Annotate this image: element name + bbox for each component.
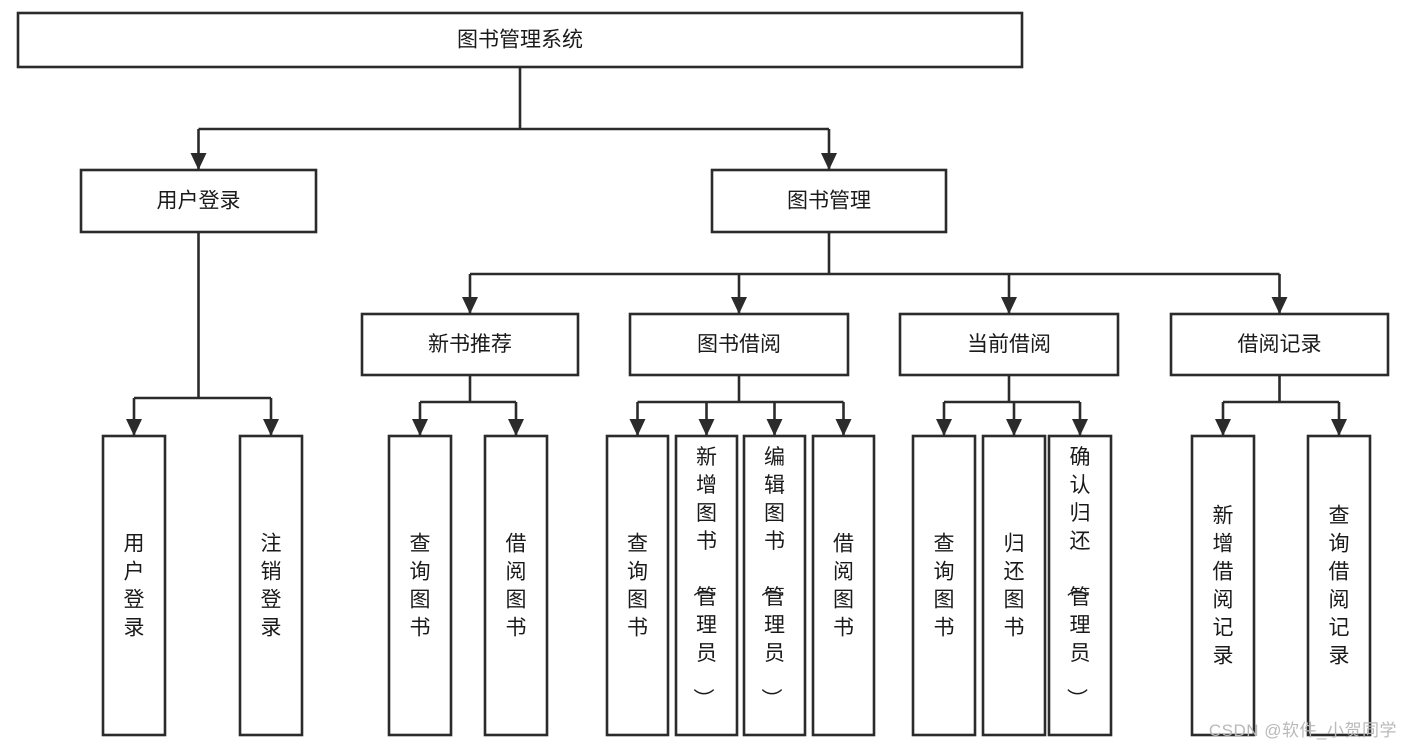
node-current-borrow[interactable]: 当前借阅 bbox=[898, 312, 1120, 377]
node-root[interactable]: 图书管理系统 bbox=[16, 11, 1024, 69]
node-leaf-query-record[interactable]: 查询借阅记录 bbox=[1306, 434, 1372, 737]
node-label: 查询借阅记录 bbox=[1329, 505, 1350, 668]
arrow-head-icon bbox=[766, 419, 783, 436]
arrow-head-icon bbox=[936, 419, 952, 436]
node-new-book-recommend[interactable]: 新书推荐 bbox=[360, 312, 580, 377]
node-label: 新增借阅记录 bbox=[1213, 505, 1234, 668]
node-label: 新书推荐 bbox=[428, 333, 512, 356]
arrow-head-icon bbox=[1072, 419, 1088, 436]
connector-group-borrow-record bbox=[1215, 375, 1347, 436]
node-leaf-return-book[interactable]: 归还图书 bbox=[981, 434, 1047, 737]
arrow-head-icon bbox=[1001, 297, 1017, 314]
node-box[interactable] bbox=[898, 312, 1120, 377]
node-label: 借阅图书 bbox=[833, 533, 854, 640]
arrow-head-icon bbox=[126, 419, 142, 436]
arrow-head-icon bbox=[698, 419, 715, 436]
arrow-head-icon bbox=[629, 419, 646, 436]
node-borrow-record[interactable]: 借阅记录 bbox=[1169, 312, 1390, 377]
node-label: 图书管理 bbox=[787, 190, 871, 213]
node-label: 图书管理系统 bbox=[457, 29, 583, 52]
arrow-head-icon bbox=[412, 419, 428, 436]
arrow-head-icon bbox=[462, 297, 478, 314]
node-leaf-add-book[interactable]: 新增图书（管理员） bbox=[674, 434, 739, 737]
node-leaf-edit-book[interactable]: 编辑图书（管理员） bbox=[742, 434, 807, 737]
node-box[interactable] bbox=[674, 434, 739, 737]
node-label: 借阅图书 bbox=[506, 533, 527, 640]
connector-group-current-borrow bbox=[936, 375, 1088, 436]
node-label: 借阅记录 bbox=[1238, 333, 1322, 356]
arrow-head-icon bbox=[1271, 297, 1288, 314]
node-leaf-add-record[interactable]: 新增借阅记录 bbox=[1190, 434, 1256, 737]
node-box[interactable] bbox=[79, 168, 318, 234]
node-label: 图书借阅 bbox=[697, 333, 781, 356]
node-box[interactable] bbox=[1169, 312, 1390, 377]
node-box[interactable] bbox=[1306, 434, 1372, 737]
connector-group-root bbox=[190, 67, 837, 170]
node-label: 用户登录 bbox=[157, 190, 241, 213]
arrow-head-icon bbox=[835, 419, 852, 436]
node-book-borrow[interactable]: 图书借阅 bbox=[628, 312, 850, 377]
node-label: 新增图书（管理员） bbox=[691, 446, 717, 709]
node-leaf-query-book-3[interactable]: 查询图书 bbox=[911, 434, 977, 737]
node-box[interactable] bbox=[483, 434, 549, 737]
node-box[interactable] bbox=[387, 434, 453, 737]
node-box[interactable] bbox=[628, 312, 850, 377]
arrow-head-icon bbox=[1006, 419, 1022, 436]
node-box[interactable] bbox=[1047, 434, 1113, 737]
node-label: 确认归还（管理员） bbox=[1065, 446, 1091, 709]
node-box[interactable] bbox=[981, 434, 1047, 737]
node-leaf-logout[interactable]: 注销登录 bbox=[238, 434, 304, 737]
arrow-head-icon bbox=[1215, 419, 1231, 436]
node-label: 注销登录 bbox=[261, 533, 282, 640]
node-leaf-borrow-book-2[interactable]: 借阅图书 bbox=[811, 434, 876, 737]
arrow-head-icon bbox=[1331, 419, 1347, 436]
node-box[interactable] bbox=[16, 11, 1024, 69]
node-box[interactable] bbox=[238, 434, 304, 737]
node-box[interactable] bbox=[605, 434, 670, 737]
node-box[interactable] bbox=[811, 434, 876, 737]
node-label: 查询图书 bbox=[410, 533, 431, 640]
node-box[interactable] bbox=[911, 434, 977, 737]
node-box[interactable] bbox=[360, 312, 580, 377]
node-box[interactable] bbox=[742, 434, 807, 737]
node-leaf-borrow-book-1[interactable]: 借阅图书 bbox=[483, 434, 549, 737]
node-user-login[interactable]: 用户登录 bbox=[79, 168, 318, 234]
node-leaf-confirm-return[interactable]: 确认归还（管理员） bbox=[1047, 434, 1113, 737]
node-label: 归还图书 bbox=[1004, 533, 1025, 640]
node-box[interactable] bbox=[710, 168, 948, 234]
arrow-head-icon bbox=[731, 297, 747, 314]
node-label: 当前借阅 bbox=[967, 333, 1051, 356]
arrow-head-icon bbox=[821, 153, 837, 170]
arrow-head-icon bbox=[508, 419, 524, 436]
node-box[interactable] bbox=[1190, 434, 1256, 737]
node-book-manage[interactable]: 图书管理 bbox=[710, 168, 948, 234]
node-label: 查询图书 bbox=[934, 533, 955, 640]
node-leaf-user-login[interactable]: 用户登录 bbox=[101, 434, 167, 737]
connector-group-book-borrow bbox=[629, 375, 852, 436]
node-leaf-query-book-1[interactable]: 查询图书 bbox=[387, 434, 453, 737]
node-label: 用户登录 bbox=[124, 533, 145, 640]
connector-group-book-manage bbox=[462, 232, 1288, 314]
node-label: 查询图书 bbox=[627, 533, 648, 640]
arrow-head-icon bbox=[263, 419, 279, 436]
node-box[interactable] bbox=[101, 434, 167, 737]
edges-layer bbox=[126, 67, 1347, 436]
arrow-head-icon bbox=[190, 153, 207, 170]
connector-group-user-login bbox=[126, 232, 279, 436]
connector-group-new-book-recommend bbox=[412, 375, 524, 436]
node-leaf-query-book-2[interactable]: 查询图书 bbox=[605, 434, 670, 737]
nodes-layer: 图书管理系统用户登录图书管理新书推荐图书借阅当前借阅借阅记录用户登录注销登录查询… bbox=[16, 11, 1390, 737]
node-label: 编辑图书（管理员） bbox=[759, 446, 785, 709]
